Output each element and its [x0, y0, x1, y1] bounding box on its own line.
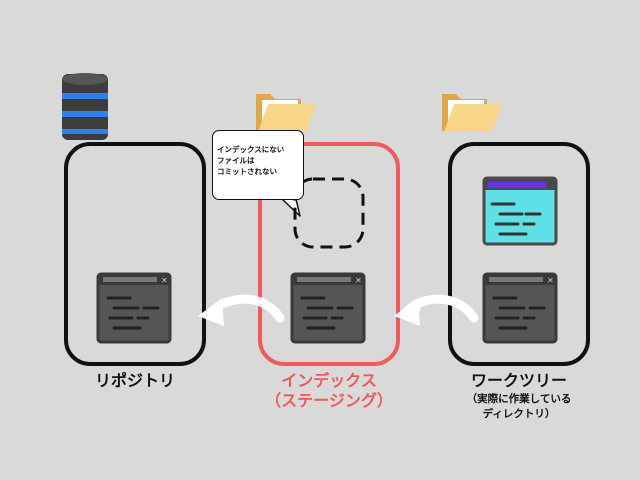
repository-label: リポジトリ: [94, 371, 175, 390]
missing-file-placeholder: [293, 177, 365, 249]
arrow-left-icon: [394, 294, 479, 326]
repository-box: [64, 142, 206, 366]
svg-text:✕: ✕: [355, 276, 362, 285]
file-window-icon: ✕: [96, 272, 172, 344]
worktree-box: [448, 142, 590, 366]
database-icon: [62, 73, 108, 140]
index-box: [258, 142, 400, 366]
worktree-label: ワークツリー: [470, 371, 567, 390]
folder-icon: [256, 94, 316, 132]
callout-tail-icon: [281, 198, 301, 217]
index-sublabel: （ステージング）: [265, 391, 393, 410]
svg-text:✕: ✕: [161, 276, 168, 285]
modified-file-window-icon: [482, 176, 558, 246]
folder-icon: [442, 94, 502, 132]
callout-line-3: コミットされない: [217, 167, 277, 176]
svg-text:✕: ✕: [547, 276, 554, 285]
callout-bubble: インデックスにない ファイルは コミットされない: [212, 130, 304, 200]
file-window-icon: ✕: [482, 272, 558, 344]
worktree-sublabel-1: （実際に作業している: [466, 393, 572, 405]
callout-line-2: ファイルは: [217, 156, 255, 165]
file-window-icon: ✕: [290, 272, 366, 344]
index-label: インデックス: [281, 371, 377, 390]
arrow-left-icon: [198, 294, 285, 326]
worktree-sublabel-2: ディレクトリ）: [482, 408, 556, 420]
callout-line-1: インデックスにない: [217, 145, 285, 154]
